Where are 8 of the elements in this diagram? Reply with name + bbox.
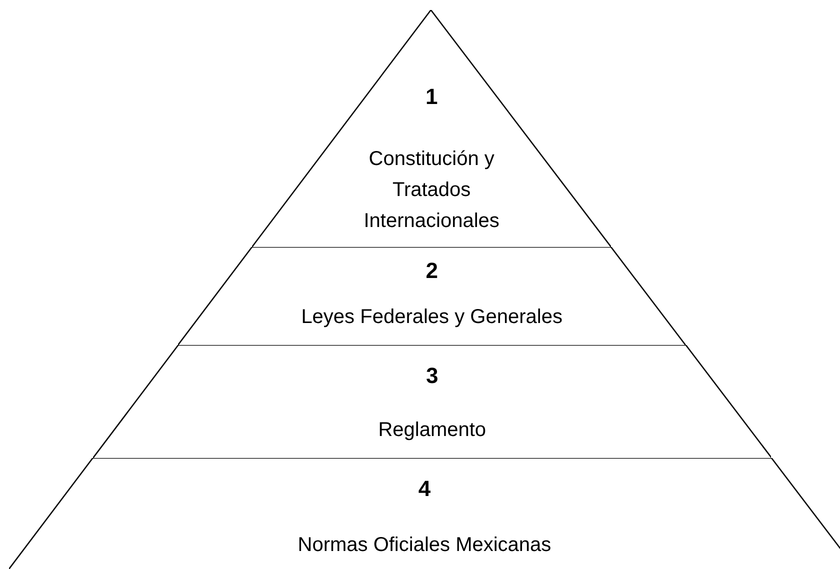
level-number: 1 (425, 84, 438, 110)
level-label: Normas Oficiales Mexicanas (296, 533, 552, 558)
level-number: 4 (418, 476, 431, 502)
level-number: 3 (426, 363, 438, 389)
level-label: Reglamento (377, 418, 488, 443)
level-label: Leyes Federales y Generales (300, 305, 564, 330)
level-label: Constitución y Tratados Internacionales (362, 147, 500, 234)
level-number: 2 (426, 258, 438, 284)
